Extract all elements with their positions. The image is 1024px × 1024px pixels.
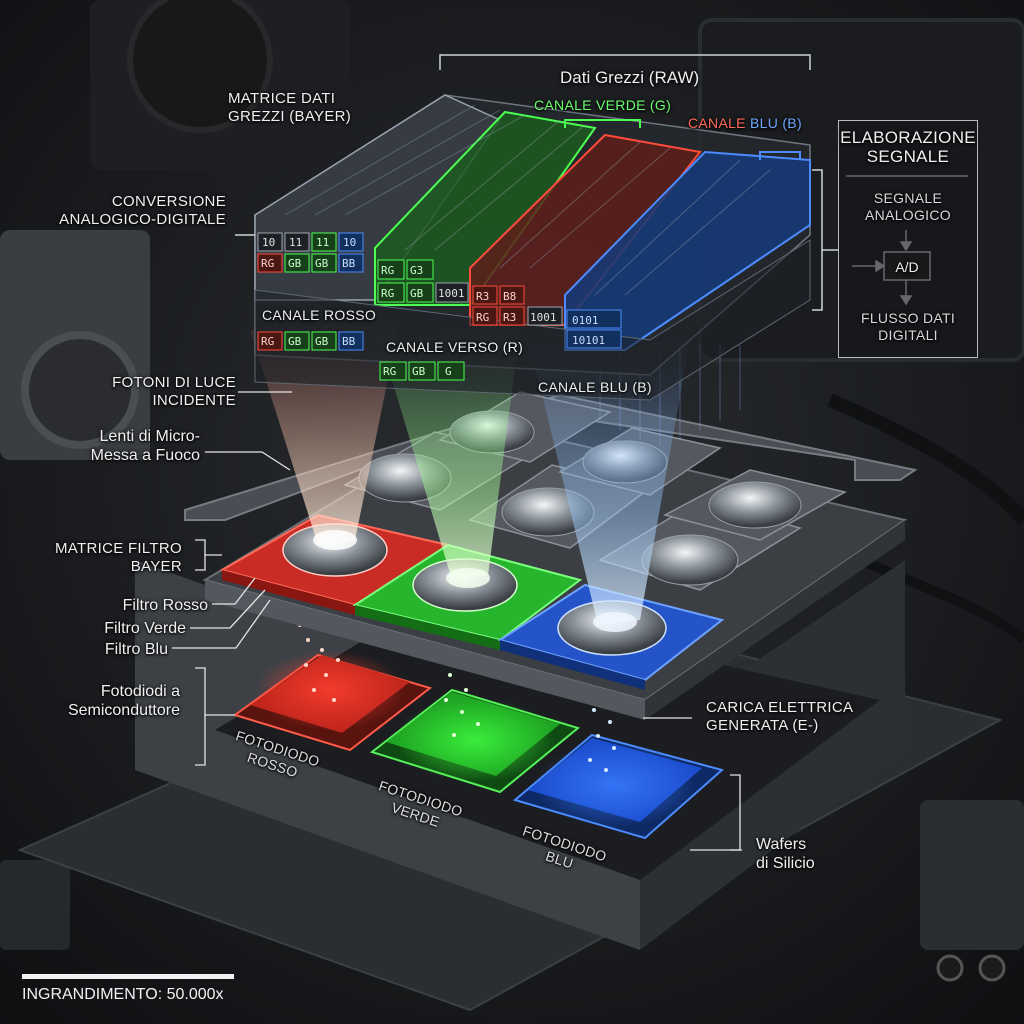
conversion-label: CONVERSIONE ANALOGICO-DIGITALE <box>59 193 226 228</box>
beam-hit-green <box>446 568 490 588</box>
filter-shelf-edge-right <box>645 520 905 720</box>
blue-channel-top-suffix: BLU (B) <box>750 115 802 131</box>
raw-cell: BB <box>342 257 356 270</box>
photodiode-red <box>232 650 433 752</box>
raw-cell: RG <box>383 365 396 378</box>
raw-cell: BB <box>342 335 356 348</box>
raw-cell: GB <box>315 257 329 270</box>
background-camera-lens <box>21 331 139 449</box>
beam-hit-red <box>313 530 357 550</box>
raw-cell: RG <box>261 257 274 270</box>
signal-processing-box <box>838 120 978 358</box>
raw-cell: B8 <box>503 290 516 303</box>
photons-label: FOTONI DI LUCE INCIDENTE <box>112 374 236 409</box>
filter-shelf-edge <box>205 580 645 720</box>
raw-cell: 10 <box>343 236 356 249</box>
wafers-label: Wafers di Silicio <box>756 836 815 872</box>
raw-cell: 10101 <box>572 334 605 347</box>
processing-ad-label: A/D <box>895 259 919 275</box>
blue-channel-top-prefix: CANALE <box>688 115 751 131</box>
raw-matrix-grid <box>284 104 771 296</box>
background-connector-1 <box>936 954 964 982</box>
scale-bar <box>22 974 234 979</box>
raw-cell: RG <box>381 264 394 277</box>
red-filter-label: Filtro Rosso <box>122 597 208 614</box>
raw-cell: 1001 <box>530 311 557 324</box>
blue-channel-lower-label: CANALE BLU (B) <box>538 379 652 395</box>
raw-cell: 10 <box>262 236 275 249</box>
verso-channel-label: CANALE VERSO (R) <box>386 339 524 355</box>
green-channel-label: CANALE VERDE (G) <box>534 97 672 113</box>
background-speaker-cone <box>127 0 273 133</box>
blue-filter-label: Filtro Blu <box>104 641 168 658</box>
raw-cell: RG <box>261 335 274 348</box>
raw-right-bracket <box>812 169 823 311</box>
raw-cell: R3 <box>503 311 516 324</box>
raw-cell: GB <box>288 257 302 270</box>
background-cable-2 <box>858 555 1024 644</box>
green-filter-label: Filtro Verde <box>104 620 186 637</box>
raw-cell: RG <box>476 311 489 324</box>
photodiode-blue <box>512 733 725 840</box>
raw-cell: GB <box>288 335 302 348</box>
processing-title: ELABORAZIONE SEGNALE <box>840 128 976 166</box>
raw-cell: 1001 <box>438 287 465 300</box>
green-channel-bracket <box>564 119 641 128</box>
raw-matrix-label: MATRICE DATI GREZZI (Bayer) <box>228 90 352 125</box>
raw-cells: 10 11 11 10 RG GB GB BB RG G3 RG GB 1001… <box>257 232 622 381</box>
raw-cell: GB <box>410 287 424 300</box>
background-connector-2 <box>978 954 1006 982</box>
raw-cell: 11 <box>289 236 302 249</box>
raw-title-bracket <box>439 54 811 70</box>
background-device-left <box>0 860 70 950</box>
leader-lines <box>172 391 742 851</box>
magnification-label: INGRANDIMENTO: 50.000x <box>22 986 224 1003</box>
raw-cell: GB <box>315 335 329 348</box>
raw-cell: R3 <box>476 290 489 303</box>
processing-analog-label: SEGNALE ANALOGICO <box>865 190 951 223</box>
blue-channel-top-label: CANALE BLU (B) <box>688 114 802 133</box>
red-channel-label: CANALE ROSSO <box>262 307 377 323</box>
background-cable <box>827 393 1024 525</box>
raw-cell: G3 <box>410 264 423 277</box>
lenses-label: Lenti di Micro- Messa a Fuoco <box>90 428 200 464</box>
photodiode-green <box>369 688 581 794</box>
raw-cell: RG <box>381 287 394 300</box>
beam-hit-blue <box>593 612 637 632</box>
blue-channel-bracket <box>759 151 801 160</box>
light-beam-blue <box>530 340 690 625</box>
raw-cell: 11 <box>316 236 329 249</box>
raw-data-matrix: 10 11 11 10 RG GB GB BB RG G3 RG GB 1001… <box>235 54 838 401</box>
raw-cell: G <box>445 365 452 378</box>
raw-cell: 0101 <box>572 314 599 327</box>
background-device-right <box>920 800 1024 950</box>
processing-digital-label: FLUSSO DATI DIGITALI <box>860 310 956 343</box>
raw-title: Dati Grezzi (RAW) <box>560 68 700 87</box>
raw-lower-layer <box>254 239 811 401</box>
photodiodes-label: Fotodiodi a Semiconduttore <box>67 683 180 719</box>
bayer-label: MATRICE FILTRO BAYER <box>55 540 182 575</box>
raw-cell: GB <box>412 365 426 378</box>
charge-label: CARICA ELETTRICA GENERATA (e-) <box>706 699 854 734</box>
